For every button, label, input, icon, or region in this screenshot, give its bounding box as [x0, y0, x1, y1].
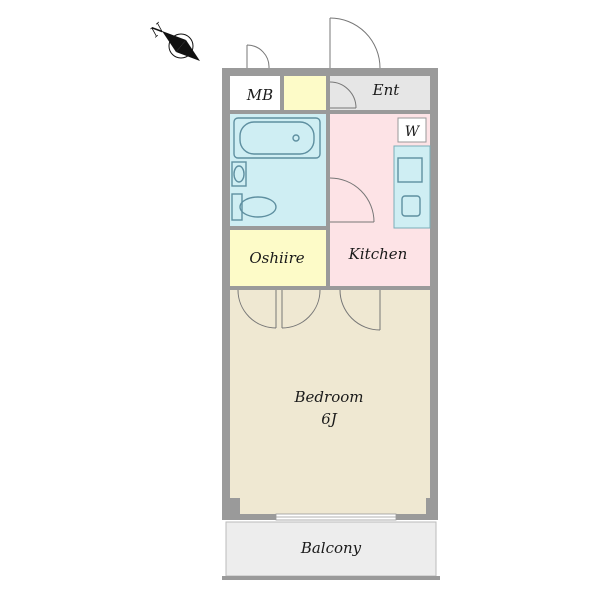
- washer-label: W: [405, 124, 421, 140]
- label-kitchen: Kitchen: [348, 245, 408, 263]
- kitchen-counter: [393, 145, 431, 229]
- room-bathroom: [230, 114, 326, 226]
- label-bedroom-size: 6J: [321, 410, 338, 428]
- room-entrance: [330, 76, 430, 110]
- sink-icon: [231, 161, 247, 187]
- label-balcony: Balcony: [300, 539, 362, 557]
- oshiire-doors: [237, 289, 321, 329]
- washer-space: [397, 117, 427, 143]
- entrance-door: [329, 17, 381, 69]
- compass: N: [147, 20, 200, 61]
- label-mb: MB: [246, 86, 273, 104]
- room-storage: [284, 76, 326, 110]
- room-mb: [230, 76, 280, 110]
- room-bedroom: [230, 290, 430, 514]
- compass-north-label: N: [147, 20, 168, 41]
- room-oshiire: [230, 230, 326, 286]
- label-entrance: Ent: [372, 81, 401, 99]
- room-balcony: [225, 521, 437, 577]
- label-oshiire: Oshiire: [249, 249, 304, 267]
- mb-door: [246, 44, 270, 69]
- bathtub-icon: [233, 117, 321, 159]
- toilet-icon: [231, 193, 277, 221]
- north-arrow-icon: [162, 31, 200, 61]
- label-bedroom: Bedroom: [294, 388, 364, 406]
- bedroom-door: [339, 289, 381, 331]
